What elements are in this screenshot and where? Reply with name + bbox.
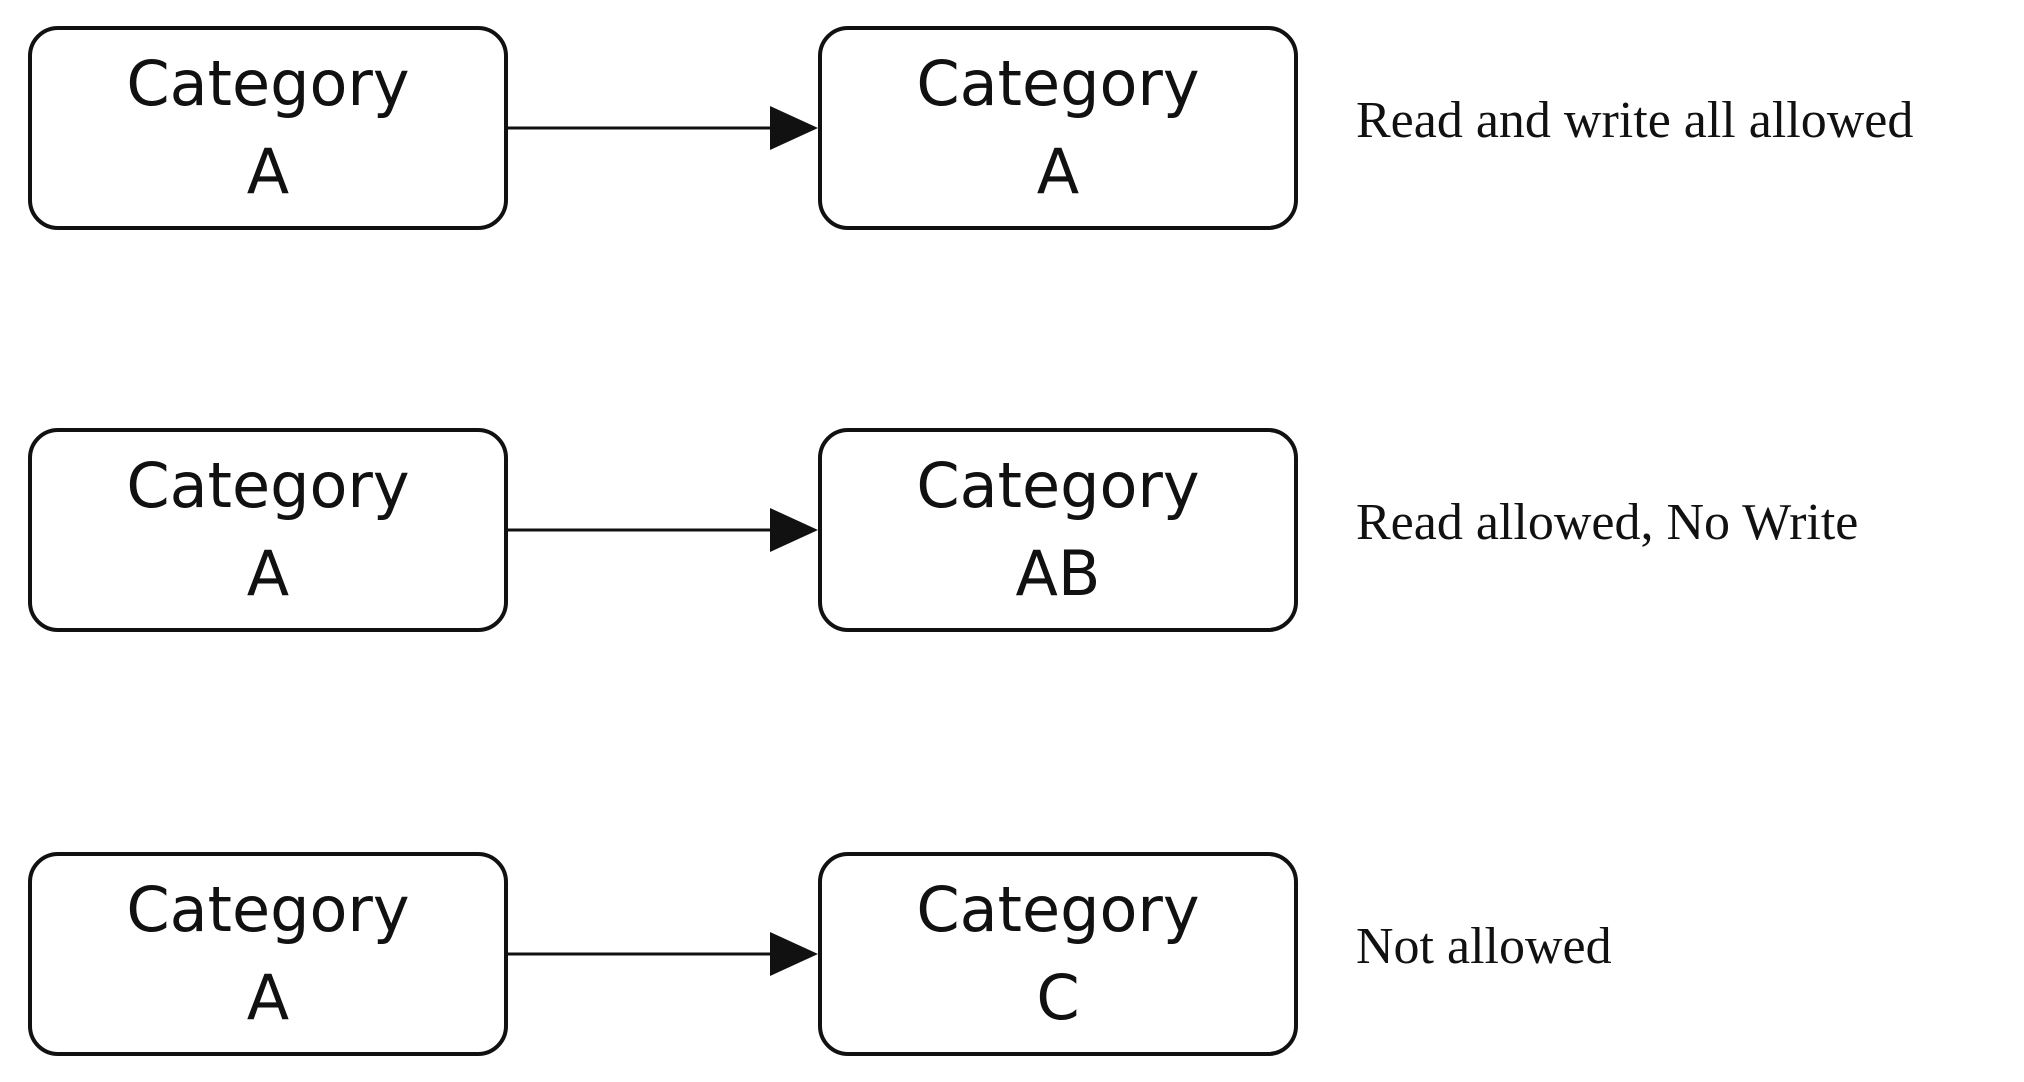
flow-arrow: [508, 106, 818, 150]
arrowhead: [770, 106, 818, 150]
arrowhead: [770, 508, 818, 552]
target-category-value: C: [1036, 961, 1080, 1034]
source-category-title: Category: [126, 47, 410, 120]
source-category-value: A: [246, 961, 290, 1034]
source-category-box: Category A: [28, 428, 508, 632]
rule-row: Category A Category A Read and write all…: [0, 26, 2024, 236]
access-rule-label: Read allowed, No Write: [1356, 494, 1859, 551]
arrowhead: [770, 932, 818, 976]
target-category-value: A: [1036, 135, 1080, 208]
target-category-title: Category: [916, 449, 1200, 522]
rule-row: Category A Category C Not allowed: [0, 852, 2024, 1062]
target-category-box: Category A: [818, 26, 1298, 230]
target-category-title: Category: [916, 47, 1200, 120]
target-category-title: Category: [916, 873, 1200, 946]
target-category-box: Category C: [818, 852, 1298, 1056]
access-rule-label: Read and write all allowed: [1356, 92, 1914, 149]
target-category-box: Category AB: [818, 428, 1298, 632]
access-rule-label: Not allowed: [1356, 918, 1612, 975]
rule-row: Category A Category AB Read allowed, No …: [0, 428, 2024, 638]
source-category-value: A: [246, 135, 290, 208]
source-category-title: Category: [126, 873, 410, 946]
source-category-box: Category A: [28, 26, 508, 230]
source-category-value: A: [246, 537, 290, 610]
flow-arrow: [508, 508, 818, 552]
source-category-box: Category A: [28, 852, 508, 1056]
target-category-value: AB: [1015, 537, 1101, 610]
source-category-title: Category: [126, 449, 410, 522]
flow-arrow: [508, 932, 818, 976]
